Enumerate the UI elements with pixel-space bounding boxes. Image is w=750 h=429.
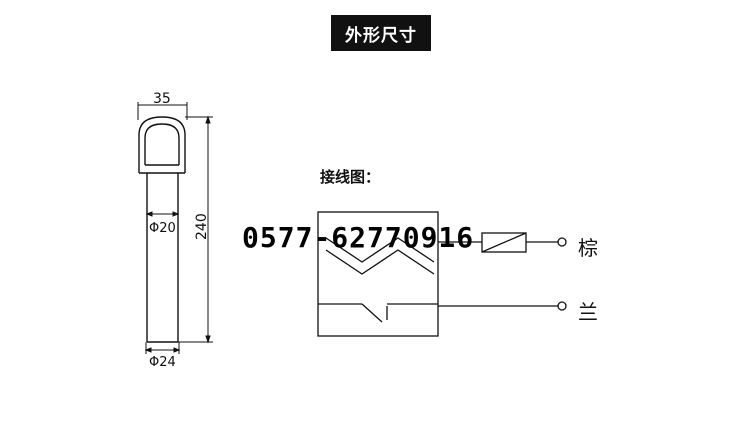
switch-contact (361, 303, 383, 323)
outer-diameter-dimension (144, 342, 181, 354)
outer-diameter-label: Φ24 (149, 355, 176, 370)
reed-zigzag (325, 237, 435, 263)
sensor-box (317, 211, 439, 337)
inner-diameter-dimension (145, 211, 180, 217)
height-label: 240 (194, 213, 210, 240)
top-width-label: 35 (153, 91, 171, 107)
section-title: 外形尺寸 (331, 15, 431, 51)
reed-zigzag-lower (325, 249, 435, 275)
watermark-phone: 0577-62770916 (242, 221, 475, 254)
wire-brown-label: 棕 (578, 236, 598, 260)
u-cap (138, 116, 186, 174)
wiring-label: 接线图： (320, 168, 381, 186)
blue-terminal (557, 301, 567, 311)
wiring-diagram (317, 211, 567, 337)
brown-terminal (557, 237, 567, 247)
inner-diameter-label: Φ20 (149, 221, 176, 236)
height-dimension (178, 115, 213, 344)
rod-body (146, 173, 179, 343)
wire-blue-label: 兰 (578, 300, 598, 324)
